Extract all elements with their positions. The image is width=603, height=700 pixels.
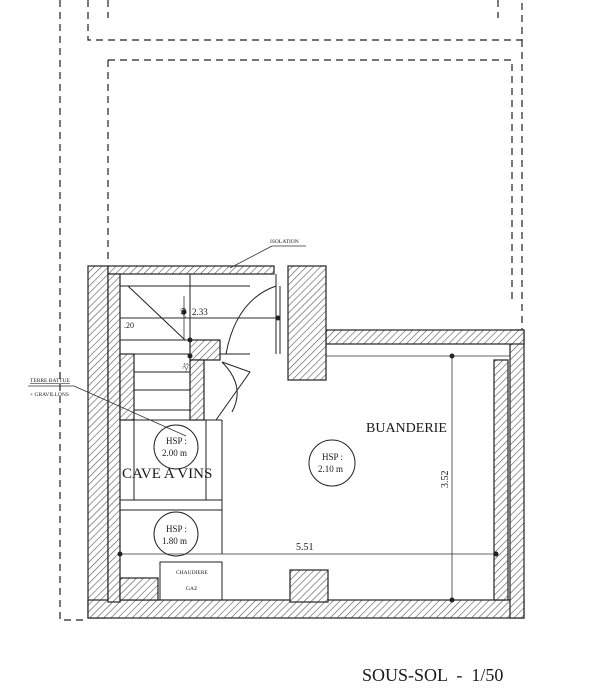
hsp-cave: HSP : 2.00 m	[153, 424, 199, 470]
upper-floor-outline	[59, 0, 523, 621]
walls	[87, 265, 525, 619]
dim-25: .25	[180, 361, 191, 372]
dim-551: 5.51	[296, 542, 314, 553]
dim-20: .20	[124, 321, 134, 330]
isolation-label: ISOLATION	[270, 239, 299, 245]
room-cave-a-vins: CAVE A VINS	[122, 466, 212, 482]
doors	[215, 285, 281, 421]
hsp-value-cave: 2.00 m	[162, 448, 187, 458]
dim-40: .40	[179, 308, 188, 318]
hsp-value-boiler: 1.80 m	[162, 536, 187, 546]
plan-title: SOUS-SOL - 1/50	[362, 665, 503, 685]
boiler-box: CHAUDIERE GAZ	[159, 561, 223, 601]
dim-352: 3.52	[440, 471, 451, 489]
terre-battue-label: TERRE BATTUE	[30, 378, 71, 384]
chaudiere-label: CHAUDIERE	[176, 570, 208, 576]
hsp-value-buanderie: 2.10 m	[318, 464, 343, 474]
terre-battue-note: TERRE BATTUE + GRAVILLONS	[28, 378, 187, 437]
hsp-label-buanderie: HSP :	[322, 452, 343, 462]
staircase: .40 2.33 .20 .25	[119, 273, 281, 421]
hsp-buanderie: HSP : 2.10 m	[308, 439, 356, 487]
room-buanderie: BUANDERIE	[366, 421, 447, 436]
dim-233: 2.33	[192, 307, 208, 317]
hsp-label-boiler: HSP :	[166, 524, 187, 534]
hsp-label-cave: HSP :	[166, 436, 187, 446]
gaz-label: GAZ	[186, 586, 198, 592]
gravillons-label: + GRAVILLONS	[30, 392, 69, 398]
cave-zone	[120, 419, 223, 554]
dimension-lines: 5.51 3.52	[117, 353, 510, 603]
hsp-boiler-zone: HSP : 1.80 m	[153, 511, 199, 557]
